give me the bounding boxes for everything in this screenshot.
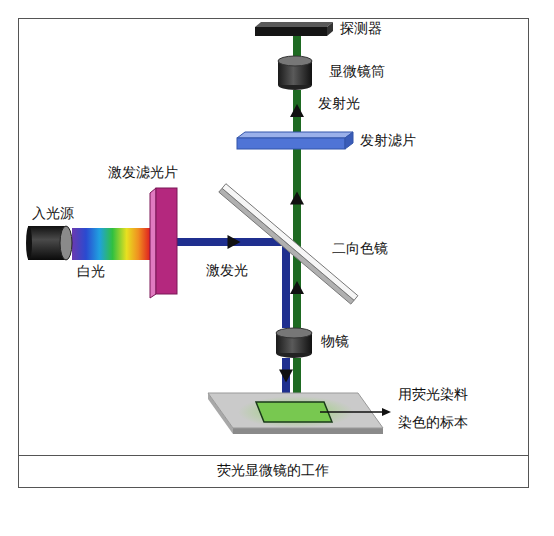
detector: 探测器 bbox=[255, 22, 333, 36]
stained-specimen-shape bbox=[208, 393, 385, 438]
microscope-tube: 显微镜筒 bbox=[278, 56, 312, 90]
part-label: 激发滤光片 bbox=[108, 164, 178, 181]
lamp-back bbox=[26, 226, 32, 260]
beam-arrowhead bbox=[279, 370, 293, 383]
light-source: 入光源 bbox=[28, 222, 72, 264]
objective-lens-shape bbox=[276, 328, 312, 358]
light-beam bbox=[72, 244, 150, 245]
leader-line bbox=[320, 411, 384, 413]
detector-shape bbox=[255, 22, 333, 36]
cylinder-top bbox=[276, 328, 312, 338]
emission-filter-shape bbox=[237, 132, 353, 149]
part-label: 发射滤片 bbox=[360, 132, 416, 149]
part-label: 物镜 bbox=[321, 333, 349, 350]
beam-label: 白光 bbox=[75, 263, 107, 280]
microscope-tube-shape bbox=[278, 56, 312, 90]
beam-arrowhead bbox=[290, 281, 304, 294]
light-beam bbox=[279, 358, 293, 393]
part-label: 显微镜筒 bbox=[329, 63, 385, 80]
filter-side bbox=[345, 132, 353, 149]
slide-top bbox=[208, 393, 383, 428]
filter-top bbox=[237, 132, 353, 138]
dichroic-mirror: 二向色镜 bbox=[224, 186, 356, 298]
part-label: 用荧光染料 染色的标本 bbox=[398, 380, 472, 436]
light-beam bbox=[297, 36, 298, 56]
light-source-shape bbox=[28, 222, 72, 264]
filter-front bbox=[237, 138, 345, 149]
leader-arrowhead bbox=[382, 408, 391, 416]
slide-front bbox=[233, 428, 383, 434]
outer-border bbox=[19, 19, 529, 488]
light-beam bbox=[286, 239, 287, 328]
light-beam bbox=[297, 358, 298, 393]
filter-front bbox=[156, 188, 177, 294]
beam-arrowhead bbox=[290, 191, 304, 204]
figure-caption: 荧光显微镜的工作 bbox=[18, 462, 528, 479]
excitation-filter: 激发滤光片 bbox=[150, 188, 177, 298]
caption-divider bbox=[19, 455, 529, 456]
lamp-lens bbox=[60, 226, 72, 260]
detector-side bbox=[327, 22, 333, 36]
detector-front bbox=[255, 27, 327, 36]
beam-path bbox=[293, 358, 301, 393]
part-label: 探测器 bbox=[340, 20, 382, 37]
beam-label: 发射光 bbox=[316, 95, 362, 112]
emission-filter: 发射滤片 bbox=[237, 132, 353, 149]
part-label: 二向色镜 bbox=[332, 240, 388, 257]
beam-path bbox=[72, 228, 150, 260]
excitation-filter-shape bbox=[150, 188, 177, 298]
filter-side bbox=[150, 188, 156, 298]
beam-path bbox=[293, 36, 301, 56]
beam-arrowhead bbox=[290, 104, 304, 117]
stained-specimen: 用荧光染料 染色的标本 bbox=[208, 393, 385, 438]
objective-lens: 物镜 bbox=[276, 328, 312, 358]
light-beam bbox=[290, 90, 304, 132]
part-label: 入光源 bbox=[32, 205, 74, 222]
beam-arrowhead bbox=[228, 235, 241, 249]
detector-top bbox=[255, 22, 333, 27]
light-beam bbox=[290, 149, 304, 248]
beam-label: 激发光 bbox=[204, 262, 250, 279]
cylinder-top bbox=[278, 56, 312, 66]
